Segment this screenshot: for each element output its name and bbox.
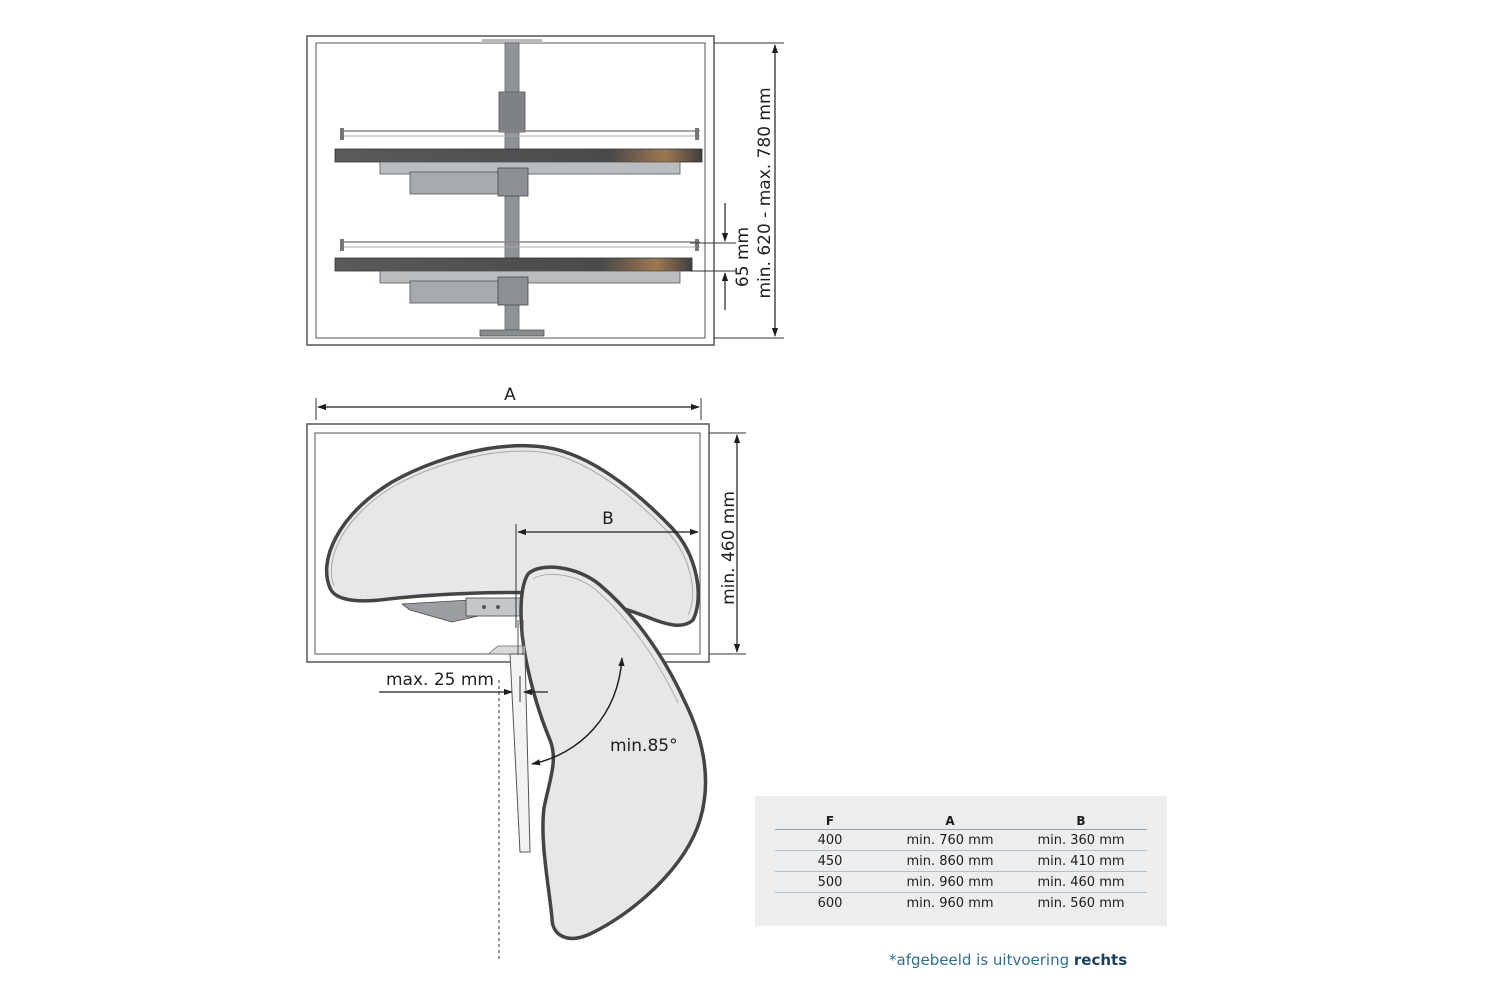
cabinet-outer-frame (306, 35, 715, 346)
gap-dimension: max. 25 mm (379, 670, 548, 702)
width-dimension-a: A (315, 385, 702, 420)
height-dimension-label: min. 620 - max. 780 mm (755, 87, 775, 298)
footnote-emphasis: rechts (1073, 951, 1128, 969)
depth-dimension-label: min. 460 mm (719, 491, 739, 605)
table-cell-a: min. 960 mm (885, 871, 1015, 893)
table-row: 400 min. 760 mm min. 360 mm (775, 829, 1147, 851)
table-cell-f: 600 (817, 895, 843, 911)
hinge-mechanism (400, 597, 527, 623)
depth-dimension: min. 460 mm (709, 432, 746, 655)
door-panel (486, 620, 531, 853)
front-view: min. 620 - max. 780 mm 65 mm (306, 35, 784, 346)
table-cell-a: min. 860 mm (885, 850, 1015, 872)
column-header-b: B (1015, 812, 1147, 830)
spacing-dimension: 65 mm (690, 203, 753, 310)
footnote: *afgebeeld is uitvoering rechts (889, 951, 1127, 969)
column-header-f: F (775, 812, 885, 830)
reach-dimension-b-label: B (602, 509, 614, 529)
column-header-a: A (885, 812, 1015, 830)
table-cell-b: min. 460 mm (1015, 871, 1147, 893)
rear-shelf (324, 443, 700, 627)
table-cell-a: min. 760 mm (885, 829, 1015, 851)
spacing-dimension-label: 65 mm (733, 227, 753, 287)
upper-shelf (334, 128, 703, 197)
dimension-table: F A B 400 min. 760 mm min. 360 mm 450 mi… (755, 796, 1167, 926)
height-dimension: min. 620 - max. 780 mm (714, 42, 784, 339)
gap-dimension-label: max. 25 mm (386, 670, 494, 690)
cabinet-outer-frame-plan (306, 423, 710, 663)
table-cell-b: min. 360 mm (1015, 829, 1147, 851)
angle-dimension: min.85° (531, 657, 678, 766)
reach-dimension-b: B (515, 509, 699, 628)
table-row: 600 min. 960 mm min. 560 mm (775, 893, 1147, 914)
table-header-row: F A B (775, 812, 1147, 830)
lower-shelf (334, 239, 700, 306)
table-cell-f: 500 (775, 871, 885, 893)
table-cell-f: 450 (775, 850, 885, 872)
table-cell-f: 400 (775, 829, 885, 851)
table-cell-a: min. 960 mm (906, 895, 994, 911)
table-row: 450 min. 860 mm min. 410 mm (775, 850, 1147, 872)
footnote-prefix: *afgebeeld is uitvoering (889, 951, 1070, 969)
plan-view: A B (306, 385, 746, 960)
table-row: 500 min. 960 mm min. 460 mm (775, 871, 1147, 893)
angle-dimension-label: min.85° (610, 736, 678, 756)
table-cell-b: min. 560 mm (1037, 895, 1125, 911)
width-dimension-a-label: A (504, 385, 516, 405)
dimension-table-grid: F A B 400 min. 760 mm min. 360 mm 450 mi… (775, 812, 1147, 913)
table-cell-b: min. 410 mm (1015, 850, 1147, 872)
